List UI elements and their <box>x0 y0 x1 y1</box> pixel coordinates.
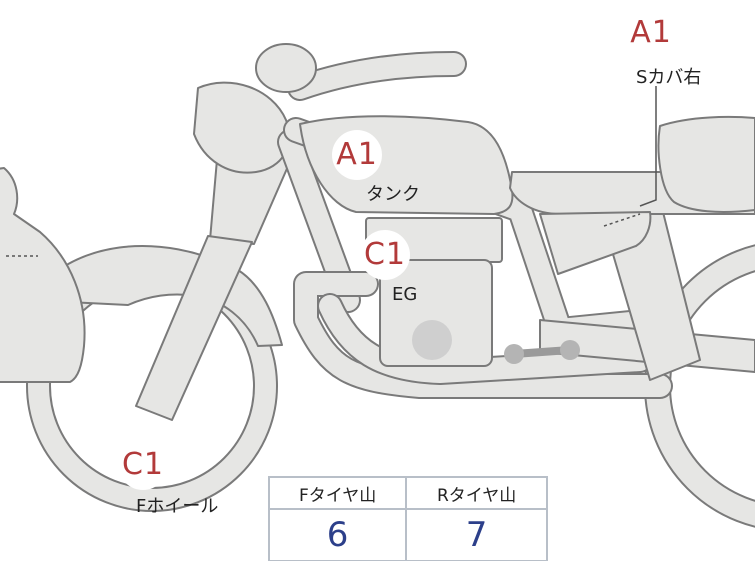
side-cover-shape <box>539 211 652 275</box>
tire-table-value-row: 6 7 <box>267 508 548 561</box>
engine-block <box>379 259 493 367</box>
part-label-s-cover-right: Sカバ右 <box>636 67 702 88</box>
grade-badge-engine: C1 <box>360 230 410 280</box>
engine-cover <box>412 320 452 360</box>
part-label-engine: EG <box>392 284 418 305</box>
part-label-front-wheel: Fホイール <box>136 496 219 517</box>
rear-tire-value: 7 <box>405 508 548 561</box>
headlight-shape <box>193 81 291 174</box>
front-tire-header: Fタイヤ山 <box>267 476 408 510</box>
grade-badge-front-wheel: C1 <box>118 440 168 490</box>
tire-table-header-row: Fタイヤ山 Rタイヤ山 <box>267 476 548 510</box>
front-fork-lower <box>135 235 253 421</box>
grade-badge-tank: A1 <box>332 130 382 180</box>
mirror-shape <box>255 43 317 93</box>
rear-tire-header: Rタイヤ山 <box>405 476 548 510</box>
part-label-tank: タンク <box>366 184 420 205</box>
front-tire-value: 6 <box>267 508 408 561</box>
grade-badge-s-cover-right: A1 <box>626 8 676 58</box>
fairing-shape <box>0 167 86 383</box>
tire-tread-table: Fタイヤ山 Rタイヤ山 6 7 <box>267 476 548 561</box>
tail-box-shape <box>657 115 755 213</box>
